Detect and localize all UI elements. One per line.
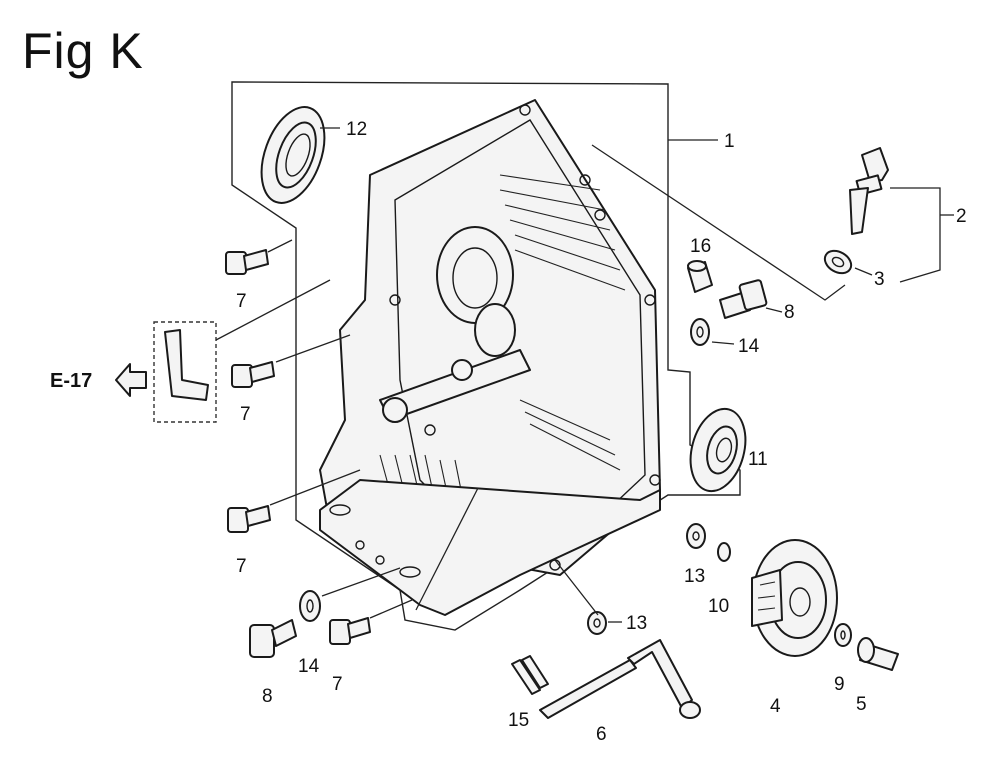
- crankcase-cover: [319, 99, 661, 576]
- reference-arrow: [115, 363, 147, 397]
- washer-13-right: [686, 523, 706, 549]
- callout-4: 4: [770, 696, 781, 717]
- callout-12: 12: [346, 119, 367, 140]
- callout-7-a: 7: [236, 291, 247, 312]
- flange-bolt-7-c: [227, 505, 271, 533]
- callout-1: 1: [724, 131, 735, 152]
- callout-7-c: 7: [236, 556, 247, 577]
- callout-10: 10: [708, 596, 729, 617]
- ball-bearing-11: [689, 407, 747, 493]
- callout-6: 6: [596, 724, 607, 745]
- o-ring-3: [823, 249, 853, 275]
- callout-8-lower: 8: [262, 686, 273, 707]
- callout-13-lower: 13: [626, 613, 647, 634]
- callout-5: 5: [856, 694, 867, 715]
- callout-7-d: 7: [332, 674, 343, 695]
- oil-seal-12: [260, 106, 326, 204]
- washer-9: [834, 623, 852, 647]
- callout-14-upper: 14: [738, 336, 760, 357]
- washer-14-upper: [690, 318, 710, 346]
- oil-level-switch-2: [849, 147, 889, 235]
- drain-bolt-8-lower: [249, 619, 297, 658]
- callout-2: 2: [956, 206, 967, 227]
- breather-tube: [164, 329, 209, 401]
- callout-8-upper: 8: [784, 302, 795, 323]
- governor-gear-4: [751, 539, 838, 657]
- reference-label: E-17: [50, 370, 92, 392]
- pin-15: [511, 655, 549, 695]
- dowel-pin-16: [687, 260, 713, 293]
- flange-bolt-7-a: [225, 249, 269, 275]
- breather-tube-box: [153, 321, 217, 423]
- drain-bolt-8-upper: [719, 279, 768, 319]
- governor-arm-6: [539, 639, 701, 719]
- washer-14-lower: [299, 590, 321, 622]
- washer-13-lower: [587, 611, 607, 635]
- base-pan: [319, 479, 661, 616]
- callout-3: 3: [874, 269, 885, 290]
- flange-bolt-7-d: [329, 617, 371, 645]
- governor-shaft-5: [857, 637, 899, 671]
- figure-title: Fig K: [22, 23, 144, 79]
- flange-bolt-7-b: [231, 361, 275, 388]
- callout-15: 15: [508, 710, 529, 731]
- callout-9: 9: [834, 674, 845, 695]
- callout-11: 11: [748, 449, 768, 470]
- callout-7-b: 7: [240, 404, 251, 425]
- thrust-washer-10: [717, 542, 731, 562]
- callout-16: 16: [690, 236, 711, 257]
- callout-13-right: 13: [684, 566, 705, 587]
- callout-14-lower: 14: [298, 656, 320, 677]
